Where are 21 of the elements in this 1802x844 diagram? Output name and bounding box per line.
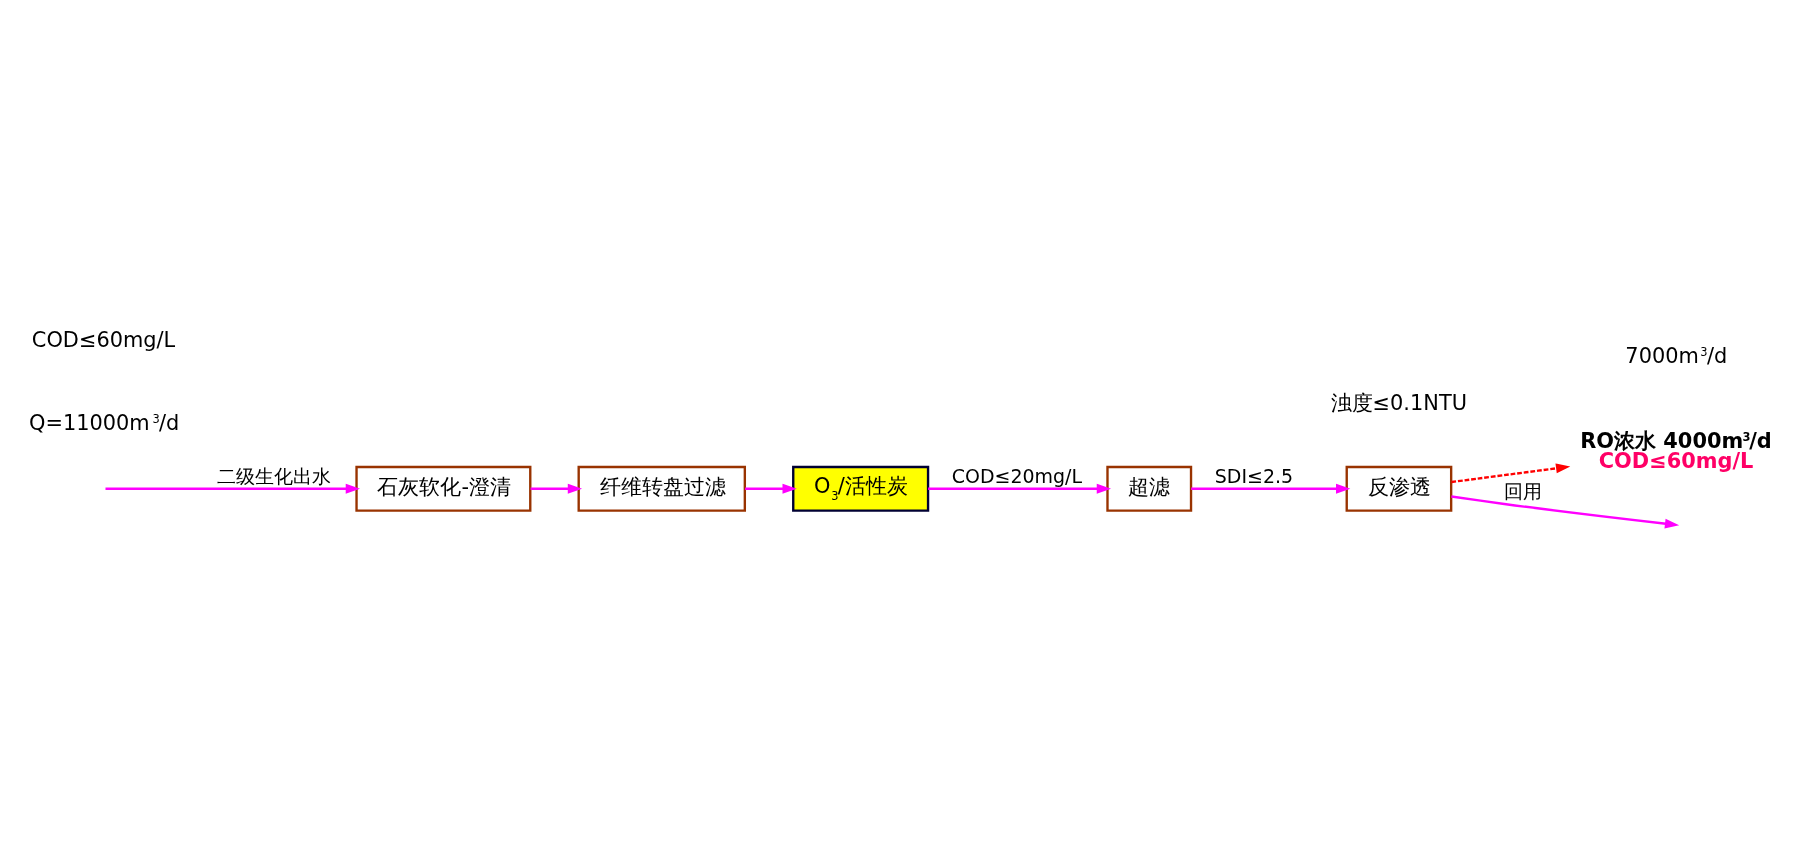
- node-box: 纤维转盘过滤: [577, 465, 746, 512]
- edge-label: 回用: [1504, 479, 1543, 502]
- arrow: [105, 483, 360, 494]
- arrow: [928, 483, 1111, 494]
- node-box: 超滤: [1106, 465, 1193, 512]
- edge-label: SDI≤2.5: [1214, 464, 1294, 487]
- label: 7000m$^{3}$/d: [1625, 343, 1728, 368]
- node-box: 反渗透: [1345, 465, 1453, 512]
- node-box: O$_{3}$/活性炭: [792, 465, 930, 512]
- edge-label: 二级生化出水: [216, 464, 331, 487]
- arrow: [1451, 462, 1571, 483]
- edge-label: COD≤20mg/L: [951, 464, 1083, 487]
- arrow: [745, 483, 797, 494]
- arrow: [1451, 494, 1680, 529]
- node-box: 石灰软化-澄清: [355, 465, 532, 512]
- arrow: [530, 483, 583, 494]
- node-text: RO浓水 4000m$^{3}$/d COD≤60mg/L: [1580, 428, 1772, 473]
- label: 浊度≤0.1NTU: [1330, 390, 1467, 415]
- label: Q=11000m$^{3}$/d: [29, 410, 180, 435]
- label: COD≤60mg/L: [31, 327, 176, 352]
- arrow: [1191, 483, 1351, 494]
